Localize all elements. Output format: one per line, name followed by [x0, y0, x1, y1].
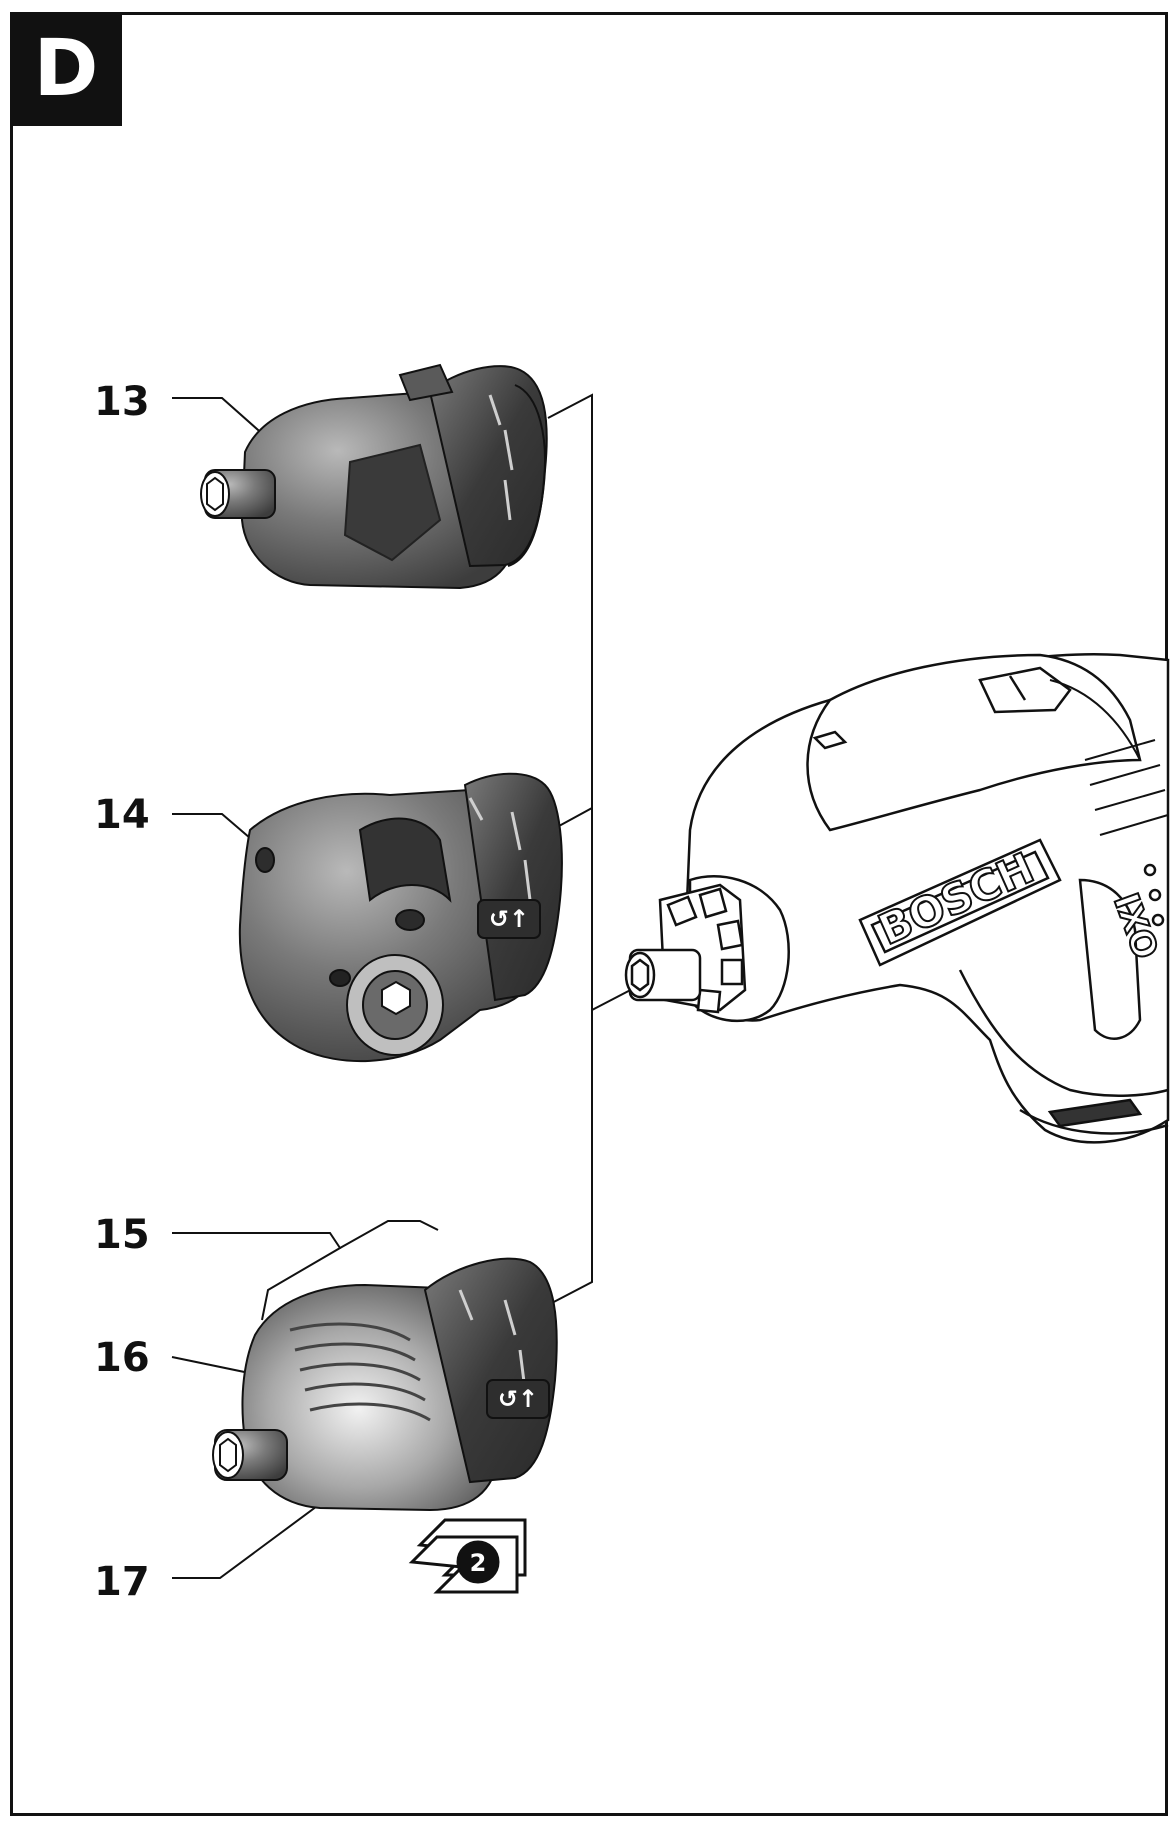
rotation-symbol-14: ↺↑ — [489, 905, 529, 933]
rotation-symbol-15: ↺↑ — [498, 1385, 538, 1413]
attachment-15-torque-adapter: ↺↑ — [212, 1257, 558, 1512]
attachment-13-eccentric-adapter — [200, 363, 548, 590]
cordless-screwdriver: BOSCH IXO — [624, 652, 1170, 1144]
callout-16: 16 — [94, 1335, 150, 1381]
callout-14: 14 — [94, 792, 150, 838]
section-tab: D — [10, 12, 122, 126]
callout-15: 15 — [94, 1212, 150, 1258]
leader-13 — [172, 397, 276, 446]
attachment-14-angle-adapter: ↺↑ — [238, 772, 563, 1063]
leader-17 — [172, 1477, 356, 1579]
leader-15b — [339, 1220, 439, 1249]
step-number: 2 — [470, 1549, 487, 1577]
step-arrow: 2 — [408, 1518, 527, 1594]
callout-13: 13 — [94, 379, 150, 425]
callout-17: 17 — [94, 1559, 150, 1605]
